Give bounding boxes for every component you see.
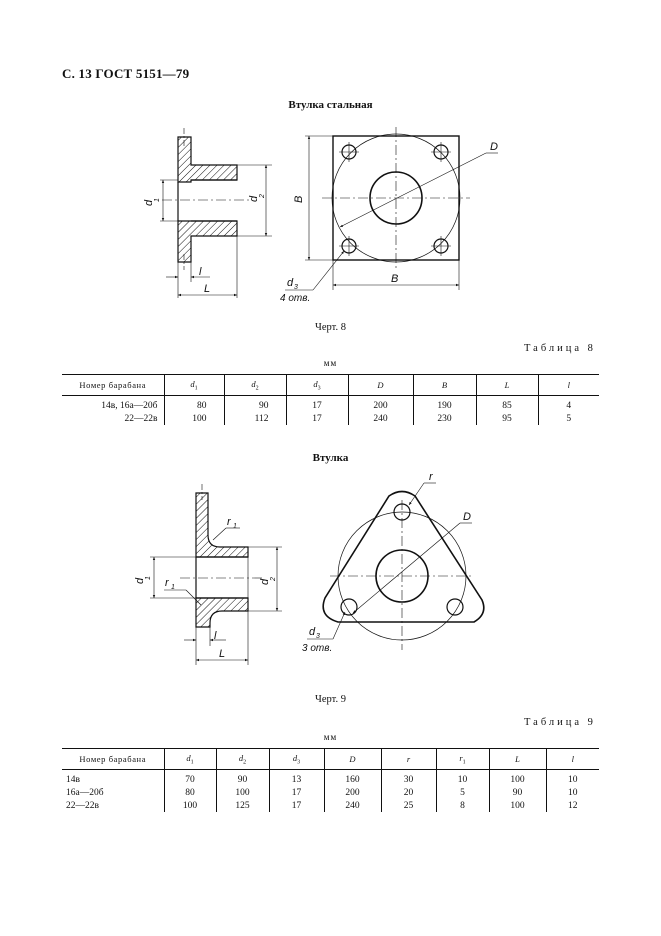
svg-text:3: 3 [294, 284, 298, 291]
drawing-caption-8: Черт. 8 [315, 322, 346, 333]
sleeve-front-view-9 [307, 482, 485, 650]
svg-text:1: 1 [145, 576, 152, 580]
svg-text:2: 2 [270, 577, 277, 582]
table-header-row: Номер барабана d1 d2 d3 D B L l [62, 374, 599, 396]
table-row: 14в, 16а—20б 80 90 17 200 190 85 4 [62, 395, 599, 412]
col-d1: d1 [163, 748, 216, 770]
col-B: B [412, 374, 476, 396]
col-L: L [475, 374, 538, 396]
col-D: D [347, 374, 413, 396]
label-B-horizontal: B [391, 273, 398, 285]
page-header: С. 13 ГОСТ 5151—79 [62, 66, 190, 81]
sleeve-front-view-8 [285, 127, 498, 291]
col-d2: d2 [215, 748, 269, 770]
side-view-8-labels: d d l L [143, 195, 260, 295]
table-row: 14в 70 90 13 160 30 10 100 10 [62, 769, 599, 786]
label-d1: d [143, 199, 155, 206]
label-d2: d [259, 578, 271, 585]
col-d2: d2 [223, 374, 286, 396]
label-r1-mid: r [165, 577, 170, 589]
label-D: D [463, 511, 471, 523]
col-r: r [380, 748, 436, 770]
label-d2: d [248, 195, 260, 202]
label-r: r [429, 471, 434, 483]
front-view-9-labels: r D d 3 отв. [302, 471, 471, 654]
table-8: Номер барабана d1 d2 d3 D B L l 14в, 16а… [62, 374, 599, 425]
col-D: D [323, 748, 381, 770]
sleeve-side-view-8 [160, 128, 272, 298]
table-units-8: мм [323, 358, 338, 368]
drawing-caption-9: Черт. 9 [315, 694, 346, 705]
svg-text:1: 1 [233, 523, 237, 530]
label-l: l [214, 630, 217, 642]
table-label-8: Таблица 8 [524, 343, 596, 354]
drawing-title-8: Втулка стальная [288, 99, 373, 111]
table-row: 22—22в 100 125 17 240 25 8 100 12 [62, 799, 599, 812]
drawing-title-9: Втулка [312, 452, 349, 464]
col-drum-number: Номер барабана [62, 748, 164, 770]
col-d1: d1 [163, 374, 224, 396]
table-row: 16а—20б 80 100 17 200 20 5 90 10 [62, 786, 599, 799]
label-holes: 3 отв. [302, 643, 332, 654]
svg-text:1: 1 [171, 584, 175, 591]
svg-text:3: 3 [316, 633, 320, 640]
sleeve-side-view-9 [150, 484, 282, 665]
table-units-9: мм [323, 732, 338, 742]
label-r1-top: r [227, 516, 232, 528]
table-label-9: Таблица 9 [524, 717, 596, 728]
label-d3: d [309, 626, 316, 638]
svg-text:2: 2 [259, 194, 266, 199]
svg-text:1: 1 [154, 198, 161, 202]
col-drum-number: Номер барабана [62, 374, 164, 396]
label-L: L [204, 283, 210, 295]
col-l: l [545, 748, 599, 770]
table-header-row: Номер барабана d1 d2 d3 D r r1 L l [62, 748, 599, 770]
label-l: l [199, 266, 202, 278]
label-d3: d [287, 277, 294, 289]
label-holes: 4 отв. [280, 293, 310, 304]
col-L: L [488, 748, 546, 770]
label-D: D [490, 141, 498, 153]
label-d1: d [134, 577, 146, 584]
label-B-vertical: B [293, 196, 305, 203]
col-l: l [537, 374, 599, 396]
table-9: Номер барабана d1 d2 d3 D r r1 L l 14в 7… [62, 748, 599, 812]
table-row: 22—22в 100 112 17 240 230 95 5 [62, 412, 599, 425]
col-r1: r1 [435, 748, 489, 770]
side-view-9-labels: d d r r l L [134, 516, 271, 660]
col-d3: d3 [285, 374, 348, 396]
front-view-8-labels: D B B d 4 отв. [280, 141, 498, 304]
label-L: L [219, 648, 225, 660]
col-d3: d3 [268, 748, 324, 770]
